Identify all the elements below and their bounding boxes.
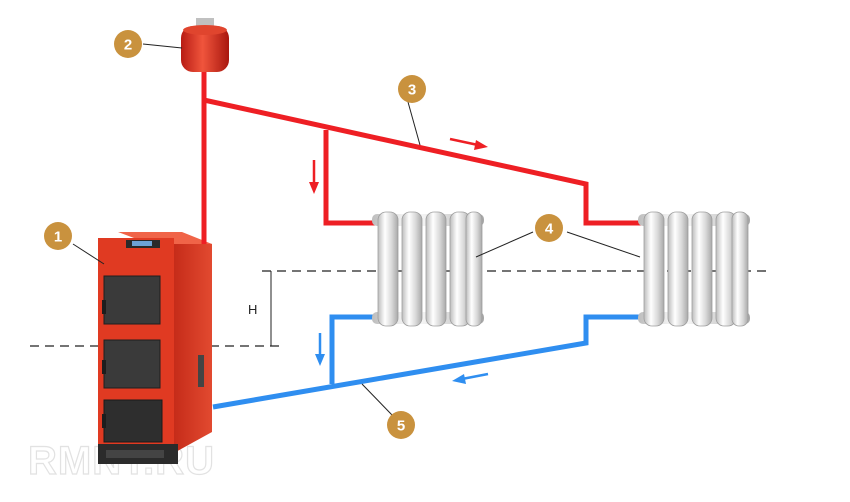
svg-text:4: 4 [545, 221, 554, 238]
marker-5-return-pipe: 5 [387, 411, 415, 439]
radiator-left [372, 211, 484, 327]
flow-arrow-return-left [452, 372, 489, 384]
svg-text:1: 1 [54, 229, 62, 246]
height-dimension: H [248, 271, 272, 346]
marker-4-radiators: 4 [535, 214, 563, 242]
supply-pipe [201, 96, 645, 236]
svg-text:5: 5 [397, 418, 405, 435]
marker-2-expansion-tank: 2 [114, 30, 142, 58]
marker-1-boiler: 1 [44, 222, 72, 250]
flow-arrow-supply-right [449, 137, 488, 150]
marker-3-supply-pipe: 3 [398, 75, 426, 103]
boiler [98, 232, 212, 464]
svg-text:3: 3 [408, 82, 416, 99]
return-pipe [212, 314, 645, 410]
expansion-tank [181, 18, 229, 100]
flow-arrow-supply-down [309, 160, 319, 194]
height-label: H [248, 302, 257, 317]
svg-text:2: 2 [124, 37, 132, 54]
radiator-right [638, 211, 750, 327]
leader-lines [72, 43, 641, 417]
flow-arrow-return-down [315, 333, 325, 366]
